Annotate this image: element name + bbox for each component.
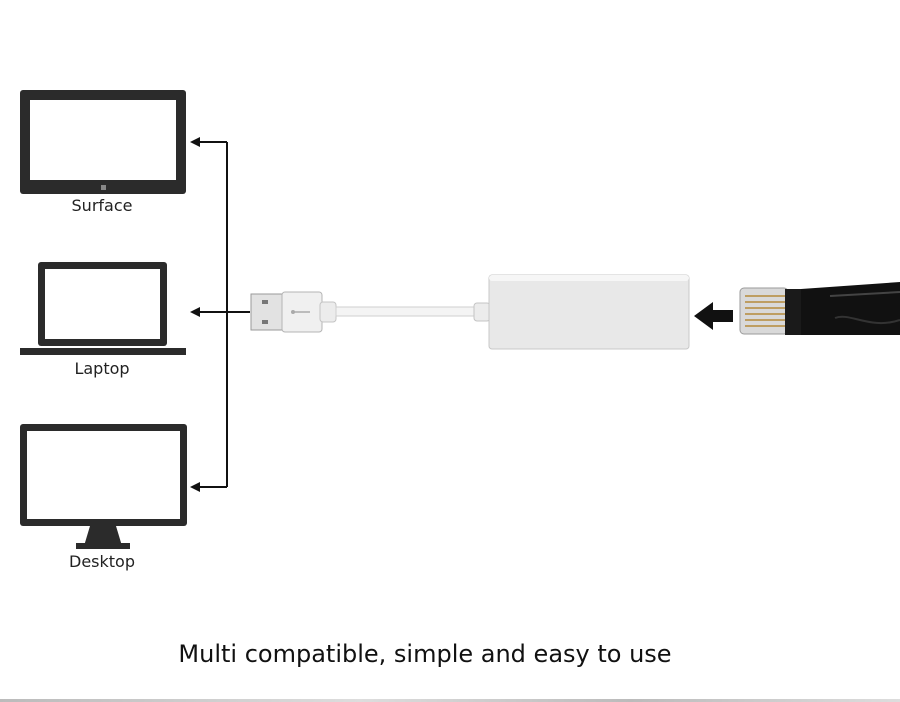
laptop-icon <box>20 262 186 355</box>
rj45-plug-icon <box>739 282 900 335</box>
caption: Multi compatible, simple and easy to use <box>178 640 672 668</box>
bottom-divider <box>0 699 900 702</box>
usb-cable <box>335 302 491 322</box>
device-label-surface: Surface <box>71 196 133 215</box>
usb-plug-icon <box>250 291 337 333</box>
arrow-heads <box>190 137 200 492</box>
ethernet-adapter <box>488 274 690 350</box>
surface-icon <box>20 90 186 194</box>
device-label-desktop: Desktop <box>69 552 135 571</box>
insert-arrow-icon <box>694 302 733 330</box>
desktop-icon <box>20 424 187 549</box>
connector-lines <box>198 141 250 488</box>
device-label-laptop: Laptop <box>74 359 130 378</box>
